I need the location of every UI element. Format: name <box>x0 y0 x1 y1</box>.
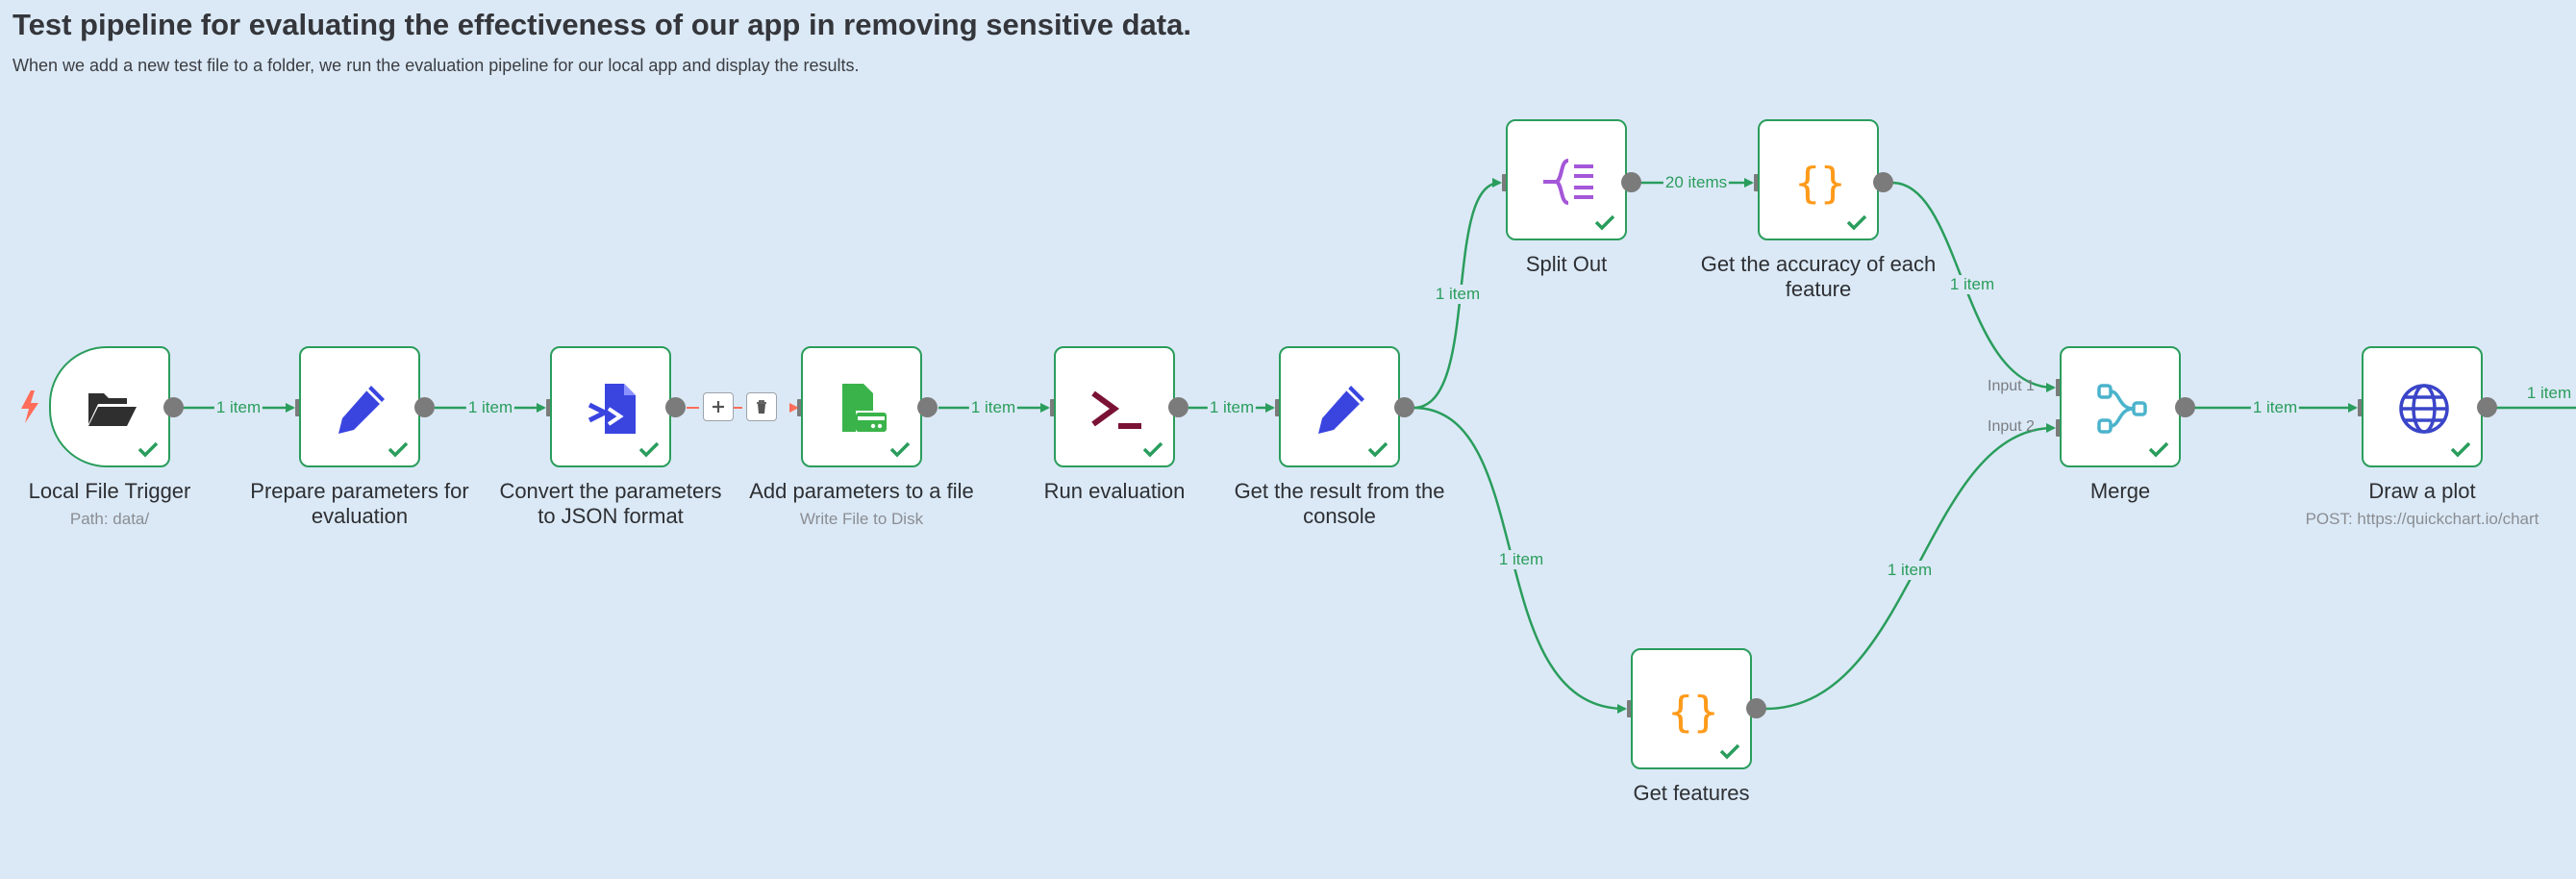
node-add-parameters-file[interactable] <box>801 346 922 467</box>
node-subtitle: Path: data/ <box>69 510 150 528</box>
check-icon <box>388 441 409 458</box>
edge-label: 1 item <box>2524 384 2574 403</box>
edge-label: 1 item <box>1433 285 1483 304</box>
code-braces-icon: {} <box>1795 159 1846 208</box>
node-label: Get features <box>1633 781 1750 805</box>
check-icon <box>138 441 159 458</box>
output-port[interactable] <box>917 397 938 417</box>
node-get-result-console[interactable] <box>1279 346 1400 467</box>
node-label: Local File Trigger <box>28 479 191 503</box>
node-subtitle: Write File to Disk <box>799 510 924 528</box>
check-icon <box>1142 441 1163 458</box>
globe-icon <box>2399 384 2449 434</box>
input-port[interactable] <box>546 399 553 416</box>
svg-text:{}: {} <box>1795 159 1846 208</box>
node-get-accuracy[interactable]: {} <box>1758 119 1879 240</box>
pencil-icon <box>1318 386 1364 434</box>
check-icon <box>1594 214 1615 231</box>
node-run-evaluation[interactable] <box>1054 346 1175 467</box>
output-port[interactable] <box>1168 397 1188 417</box>
node-convert-json[interactable] <box>550 346 671 467</box>
node-split-out[interactable] <box>1506 119 1627 240</box>
node-label: Split Out <box>1525 252 1608 276</box>
check-icon <box>638 441 660 458</box>
delete-connection-button[interactable] <box>746 392 777 421</box>
edge-label: 1 item <box>1496 550 1546 569</box>
output-port[interactable] <box>1621 172 1641 192</box>
edge-label: 1 item <box>1947 275 1997 294</box>
node-get-features[interactable]: {} <box>1631 648 1752 769</box>
output-port[interactable] <box>2477 397 2497 417</box>
node-draw-plot[interactable] <box>2362 346 2483 467</box>
edge-label: 1 item <box>1885 561 1935 580</box>
node-label: Get the result from the console <box>1234 479 1445 528</box>
check-icon <box>2450 441 2471 458</box>
plus-icon <box>713 401 724 413</box>
edge-label: 1 item <box>968 398 1018 417</box>
trash-icon <box>757 400 766 414</box>
output-port[interactable] <box>1873 172 1893 192</box>
input-port[interactable] <box>2056 379 2063 396</box>
output-port[interactable] <box>1394 397 1414 417</box>
node-label: Run evaluation <box>1043 479 1186 503</box>
file-drive-icon <box>842 384 887 432</box>
node-subtitle: POST: https://quickchart.io/chart <box>2305 510 2539 528</box>
file-import-icon <box>588 384 636 434</box>
input-port[interactable] <box>797 399 804 416</box>
code-braces-icon: {} <box>1668 688 1719 737</box>
input-port[interactable] <box>1754 174 1761 191</box>
edge-label: 20 items <box>1663 173 1730 192</box>
add-node-button[interactable] <box>703 392 734 421</box>
check-icon <box>1367 441 1388 458</box>
check-icon <box>2148 441 2169 458</box>
output-port[interactable] <box>1746 698 1766 718</box>
node-local-file-trigger[interactable] <box>49 346 170 467</box>
output-port[interactable] <box>163 397 184 417</box>
svg-text:{}: {} <box>1668 688 1719 737</box>
merge-icon <box>2097 384 2147 434</box>
node-merge[interactable] <box>2060 346 2181 467</box>
input-port[interactable] <box>1275 399 1282 416</box>
terminal-icon <box>1091 390 1141 429</box>
input-port[interactable] <box>1050 399 1057 416</box>
merge-input-1-label: Input 1 <box>1988 378 2035 394</box>
bolt-icon <box>21 390 38 423</box>
edge-label: 1 item <box>213 398 263 417</box>
edge-label: 1 item <box>2250 398 2300 417</box>
pencil-icon <box>338 386 385 434</box>
output-port[interactable] <box>414 397 435 417</box>
output-port[interactable] <box>665 397 686 417</box>
input-port[interactable] <box>1627 700 1634 717</box>
output-port[interactable] <box>2175 397 2195 417</box>
input-port[interactable] <box>2056 419 2063 437</box>
check-icon <box>1719 743 1740 760</box>
node-label: Get the accuracy of each feature <box>1700 252 1937 301</box>
node-prepare-parameters[interactable] <box>299 346 420 467</box>
input-port[interactable] <box>1502 174 1509 191</box>
folder-open-icon <box>88 393 137 426</box>
node-label: Add parameters to a file <box>749 479 974 503</box>
merge-input-2-label: Input 2 <box>1988 418 2035 435</box>
input-port[interactable] <box>2358 399 2364 416</box>
workflow-description: When we add a new test file to a folder,… <box>13 56 860 75</box>
edge-label: 1 item <box>465 398 515 417</box>
node-label: Draw a plot <box>2368 479 2476 503</box>
check-icon <box>1846 214 1867 231</box>
workflow-title: Test pipeline for evaluating the effecti… <box>13 8 1191 41</box>
input-port[interactable] <box>295 399 302 416</box>
split-out-icon <box>1543 159 1593 205</box>
node-label: Convert the parameters to JSON format <box>499 479 722 528</box>
edge-label: 1 item <box>1207 398 1257 417</box>
node-label: Prepare parameters for evaluation <box>250 479 469 528</box>
check-icon <box>889 441 911 458</box>
node-label: Merge <box>2089 479 2151 503</box>
